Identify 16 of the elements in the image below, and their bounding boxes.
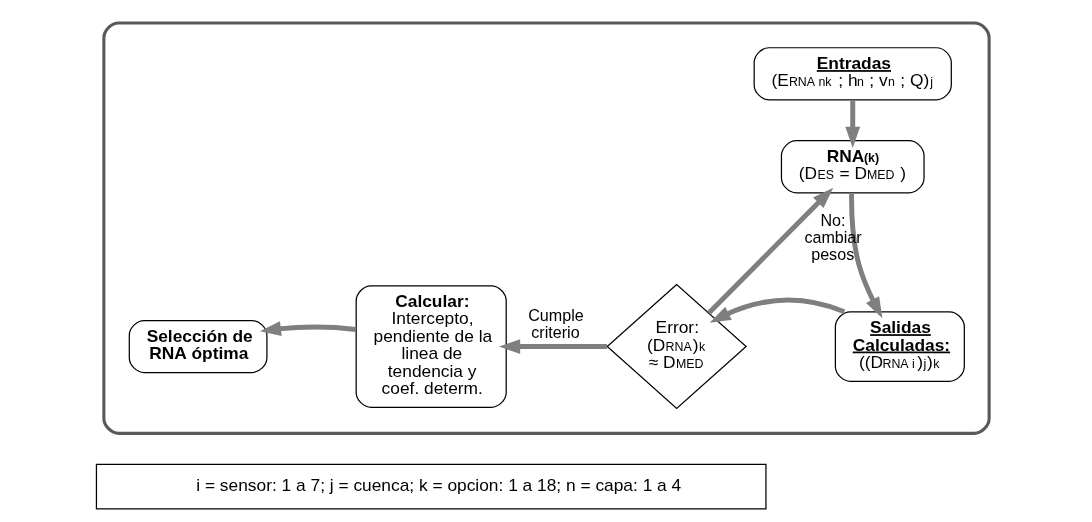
arrow [498,339,607,354]
arrow [848,193,882,319]
node-box: i = sensor: 1 a 7; j = cuenca; k = opcion: 1 a 18; n = capa: 1 a 4 [95,463,767,510]
node-box: Calcular: Intercepto, pendiente de la linea de tendencia y coef. determ. [355,285,507,408]
cluster [101,21,991,435]
edge-label: Cumple criterio [527,306,584,342]
arrow [259,321,356,336]
node-box: Selección de RNA óptima [128,319,268,374]
arrow [709,297,845,323]
arrow [706,187,833,315]
node-box: Salidas Calculadas: ((DRNA i)j)k [834,311,965,382]
node-diamond: Error: (DRNA)k ≈ DMED [605,283,747,410]
arrow [844,100,860,148]
node-box: RNA(k) (DES = DMED ) [780,140,925,194]
edge-label: No: cambiar pesos [803,210,862,264]
node-box: Entradas (ERNA nk ; hn ; vn ; Q)j [753,47,952,101]
